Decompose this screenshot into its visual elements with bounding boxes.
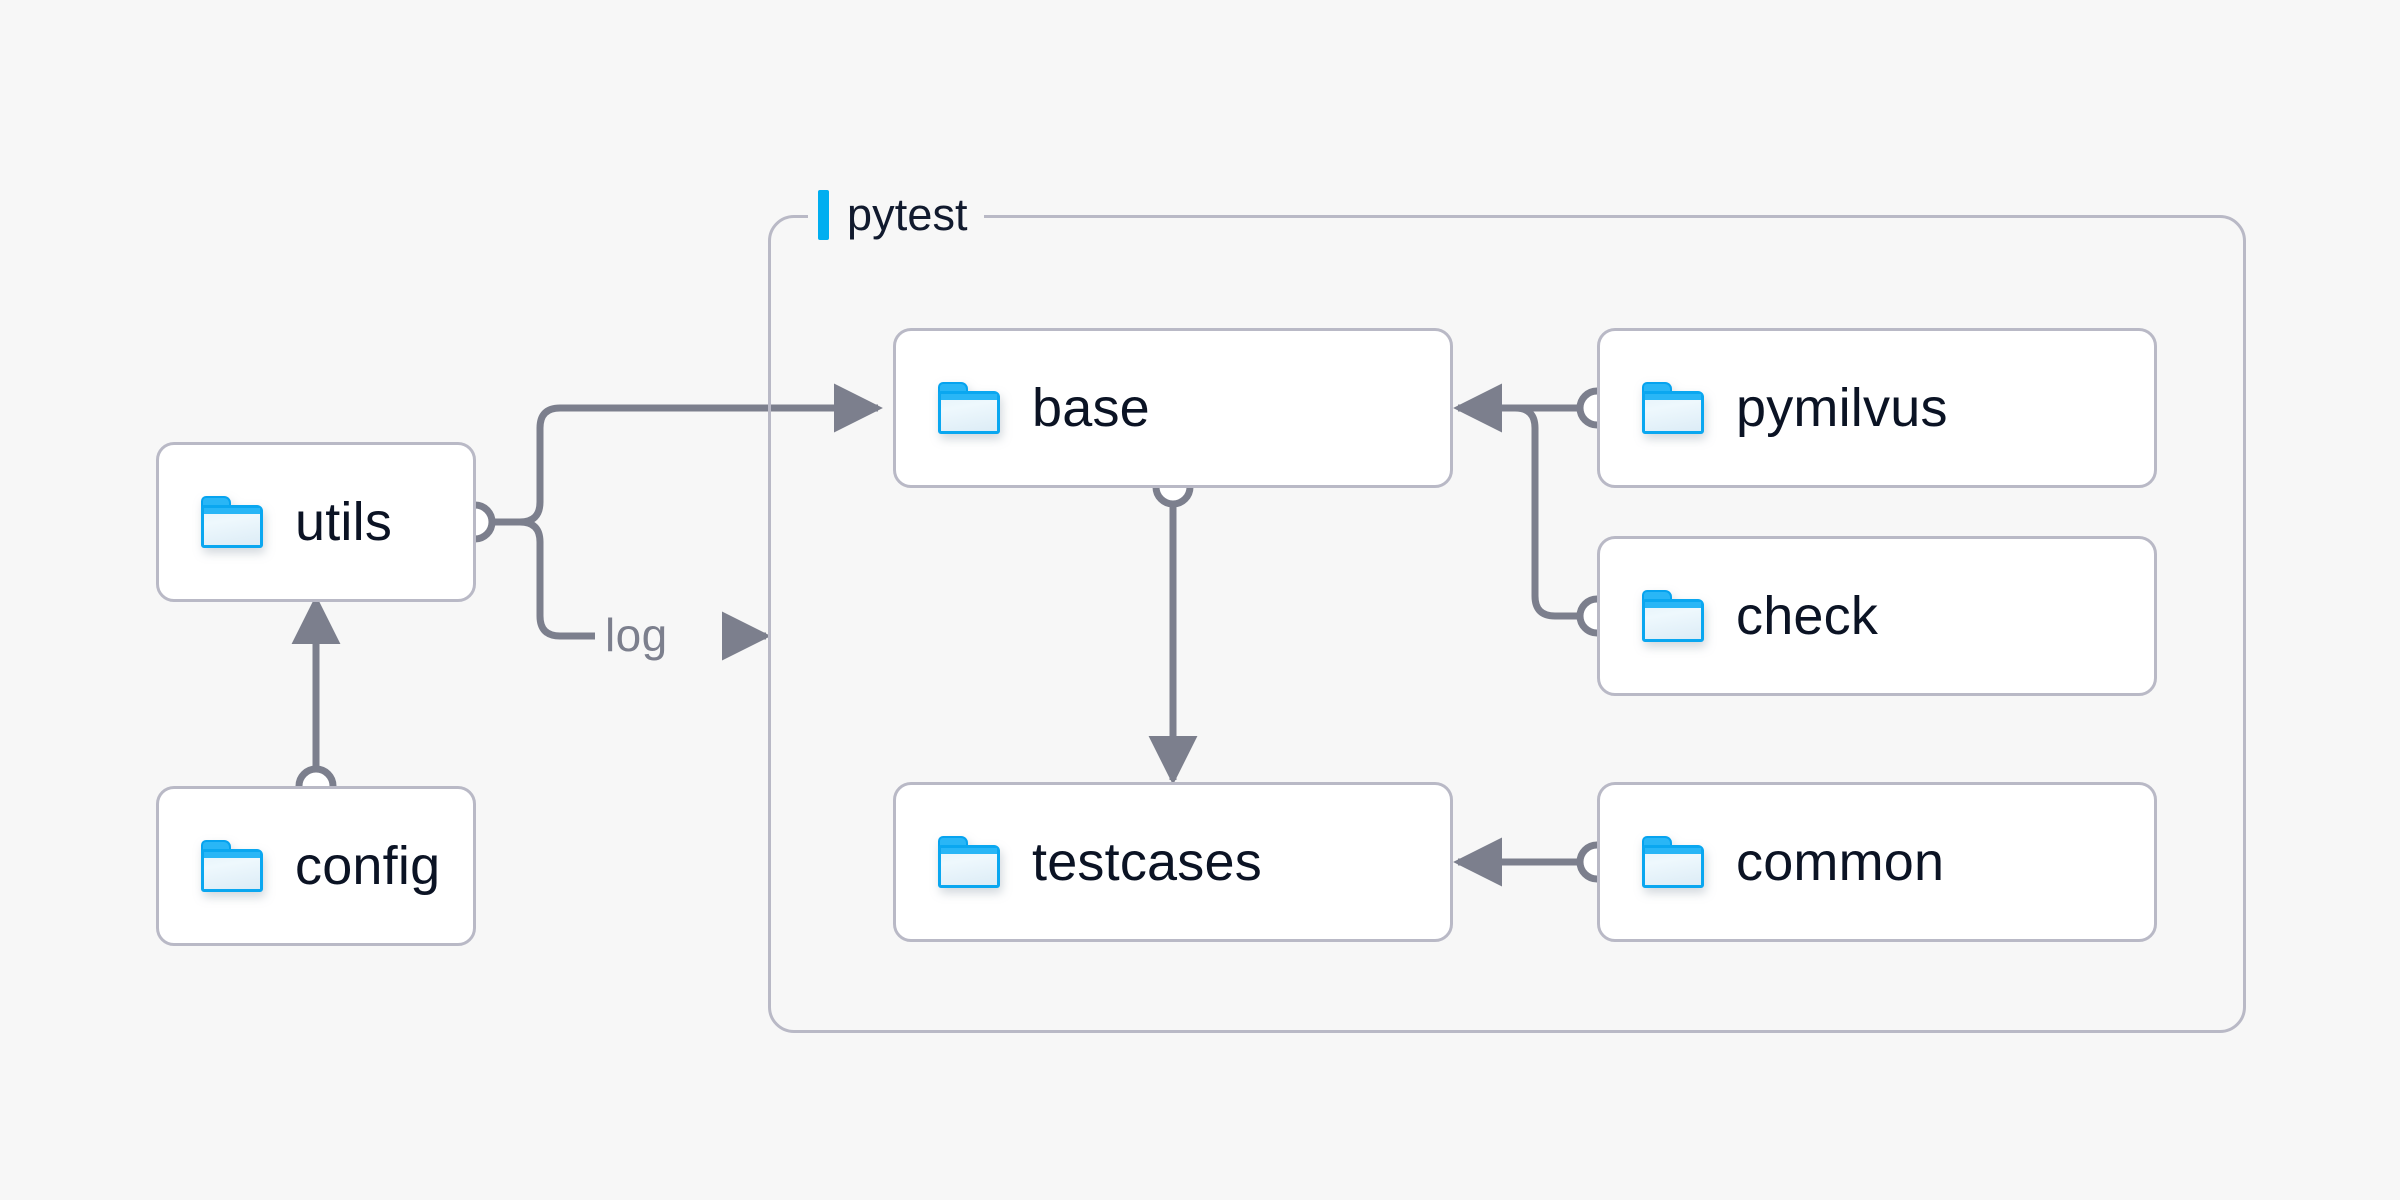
- node-common-label: common: [1736, 832, 1945, 892]
- folder-icon: [938, 382, 1000, 434]
- folder-icon: [201, 840, 263, 892]
- folder-icon: [938, 836, 1000, 888]
- folder-icon: [1642, 836, 1704, 888]
- node-pymilvus[interactable]: pymilvus: [1597, 328, 2157, 488]
- group-accent-bar: [818, 190, 829, 240]
- folder-icon: [201, 496, 263, 548]
- group-pytest-label-text: pytest: [847, 189, 968, 240]
- edge-label-log: log: [605, 609, 668, 661]
- folder-icon: [1642, 382, 1704, 434]
- folder-icon: [1642, 590, 1704, 642]
- node-pymilvus-label: pymilvus: [1736, 378, 1948, 438]
- node-utils[interactable]: utils: [156, 442, 476, 602]
- node-testcases[interactable]: testcases: [893, 782, 1453, 942]
- node-config-label: config: [295, 836, 441, 896]
- node-config[interactable]: config: [156, 786, 476, 946]
- group-pytest[interactable]: [768, 215, 2246, 1033]
- edge-config-to-utils: [291, 595, 341, 807]
- node-check[interactable]: check: [1597, 536, 2157, 696]
- node-common[interactable]: common: [1597, 782, 2157, 942]
- group-pytest-label: pytest: [808, 187, 984, 243]
- node-testcases-label: testcases: [1032, 832, 1262, 892]
- node-utils-label: utils: [295, 492, 393, 552]
- node-base-label: base: [1032, 378, 1150, 438]
- node-check-label: check: [1736, 586, 1879, 646]
- node-base[interactable]: base: [893, 328, 1453, 488]
